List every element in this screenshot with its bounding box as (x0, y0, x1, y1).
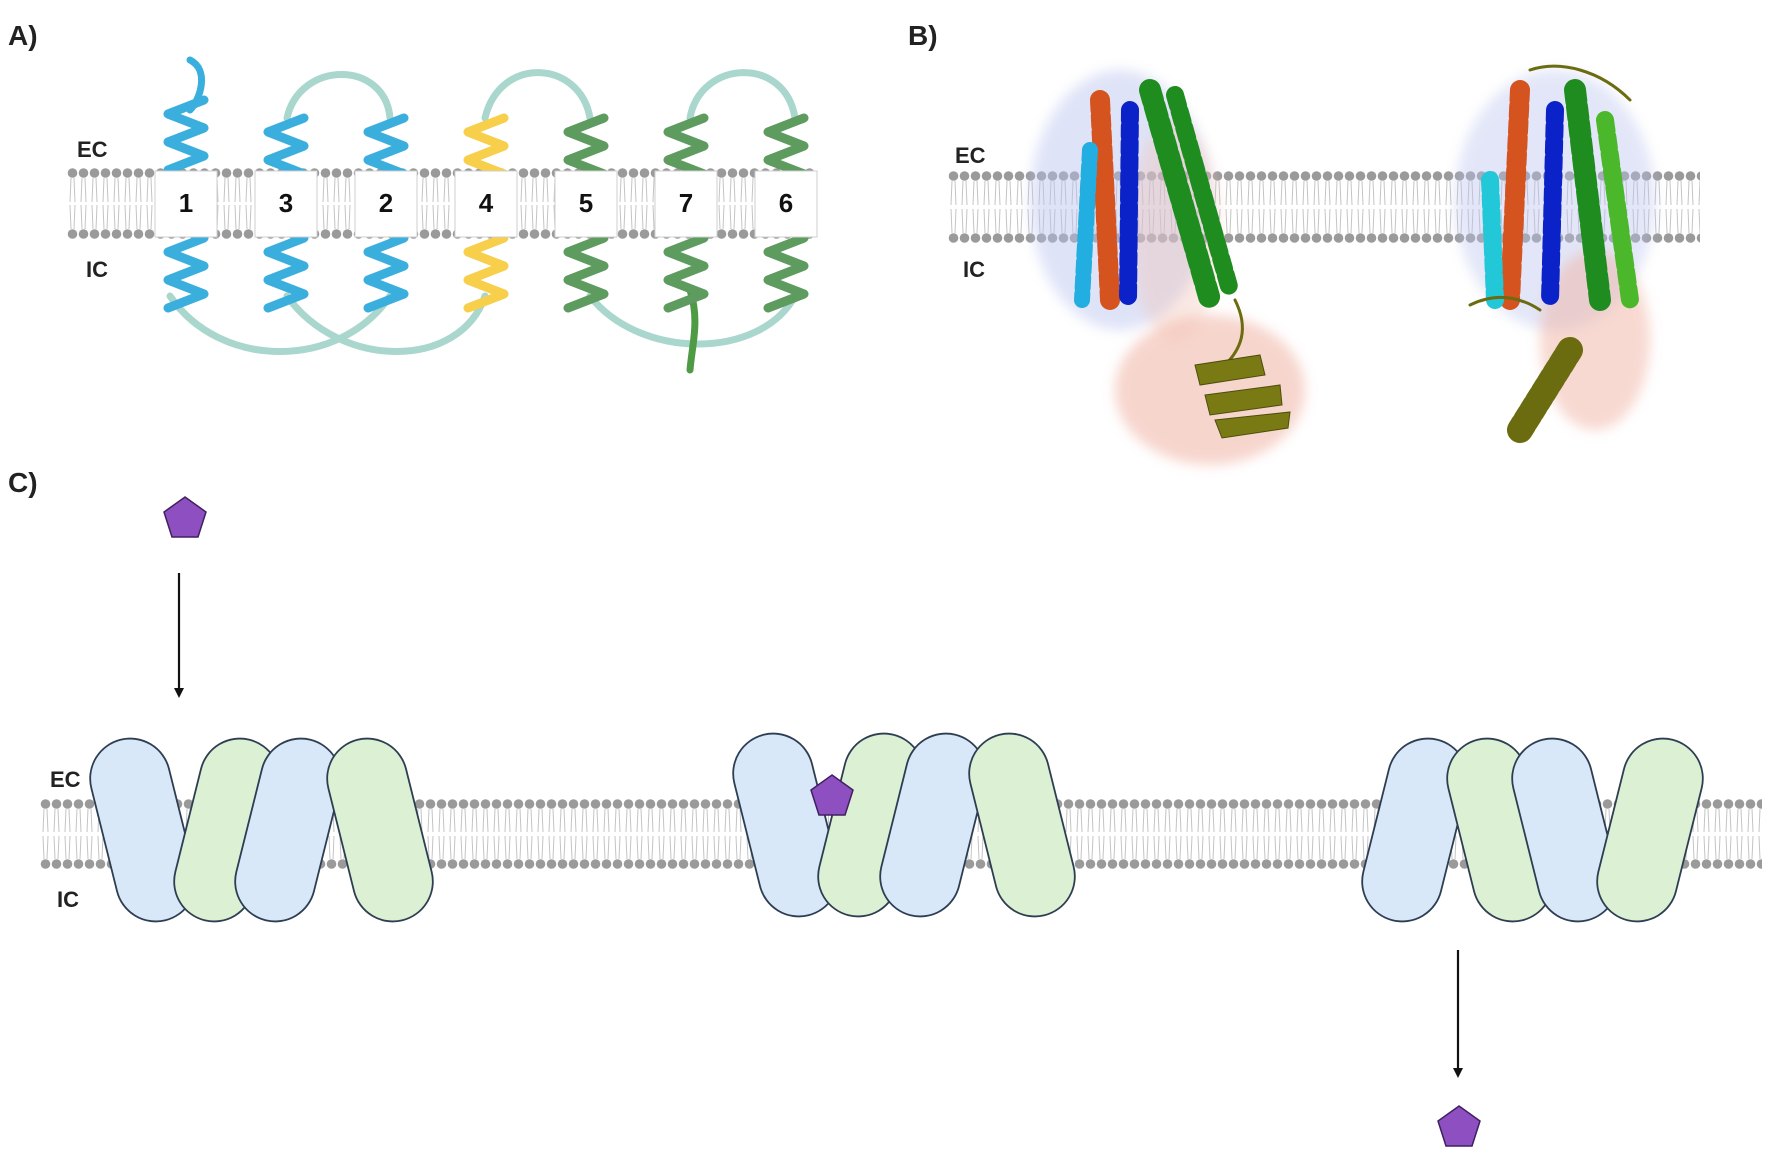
helix-6-ic-segment (763, 233, 809, 313)
panel-b-ec-label: EC (955, 143, 986, 168)
panel-c-ic-label: IC (57, 887, 79, 912)
helix-blue (89, 737, 197, 923)
ligand-inside (1437, 1105, 1481, 1147)
helix-blue (234, 737, 342, 923)
helix-box-7 (654, 170, 718, 238)
helix-7-ec-segment (663, 113, 709, 179)
helix-number-1: 1 (179, 188, 193, 218)
helix-1-ic-segment (163, 233, 209, 313)
panel-a-label: A) (8, 20, 38, 51)
ligand-outside (163, 496, 207, 538)
helix-3-ec-segment (263, 113, 309, 179)
panel-a: A) EC IC 1 3 2 4 5 (8, 20, 818, 374)
helix-box-2 (354, 170, 418, 238)
panel-a-ec-label: EC (77, 137, 108, 162)
state-inward-open (1361, 737, 1704, 1147)
state-outward-open (89, 496, 434, 923)
helix-5-ic-segment (563, 233, 609, 313)
helix-number-2: 2 (379, 188, 393, 218)
helix-blue (1361, 737, 1469, 923)
panel-b-ic-label: IC (963, 257, 985, 282)
helix-blue (1511, 737, 1619, 923)
panel-b: B) EC IC (908, 20, 1700, 465)
helix-number-7: 7 (679, 188, 693, 218)
panel-a-helix-numbers: 1 3 2 4 5 7 6 (154, 170, 818, 238)
helix-number-3: 3 (279, 188, 293, 218)
panel-c: C) EC IC (8, 467, 1762, 1147)
helix-green (326, 737, 434, 923)
helix-4-ic-segment (463, 233, 509, 313)
helix-7-ic-segment (663, 233, 709, 313)
helix-box-3 (254, 170, 318, 238)
ligand-bound (810, 774, 854, 816)
structure-left (1030, 70, 1305, 465)
panel-a-helices (163, 95, 809, 313)
panel-a-loops (166, 56, 799, 374)
helix-5-ec-segment (563, 113, 609, 179)
panel-c-ec-label: EC (50, 767, 81, 792)
helix-1-ec-segment (163, 95, 209, 175)
helix-box-5 (554, 170, 618, 238)
helix-box-6 (754, 170, 818, 238)
helix-number-6: 6 (779, 188, 793, 218)
helix-box-1 (154, 170, 218, 238)
state-occluded (732, 732, 1076, 918)
helix-green (1596, 737, 1704, 923)
helix-3-ic-segment (263, 233, 309, 313)
helix-number-5: 5 (579, 188, 593, 218)
helix-2-ec-segment (363, 113, 409, 179)
helix-4-ec-segment (463, 113, 509, 179)
helix-box-4 (454, 170, 518, 238)
helix-blue (879, 732, 987, 918)
panel-a-ic-label: IC (86, 257, 108, 282)
helix-6-ec-segment (763, 113, 809, 179)
panel-b-label: B) (908, 20, 938, 51)
helix-green (968, 732, 1076, 918)
helix-number-4: 4 (479, 188, 494, 218)
structure-right (1455, 64, 1655, 443)
panel-c-label: C) (8, 467, 38, 498)
helix-2-ic-segment (363, 233, 409, 313)
